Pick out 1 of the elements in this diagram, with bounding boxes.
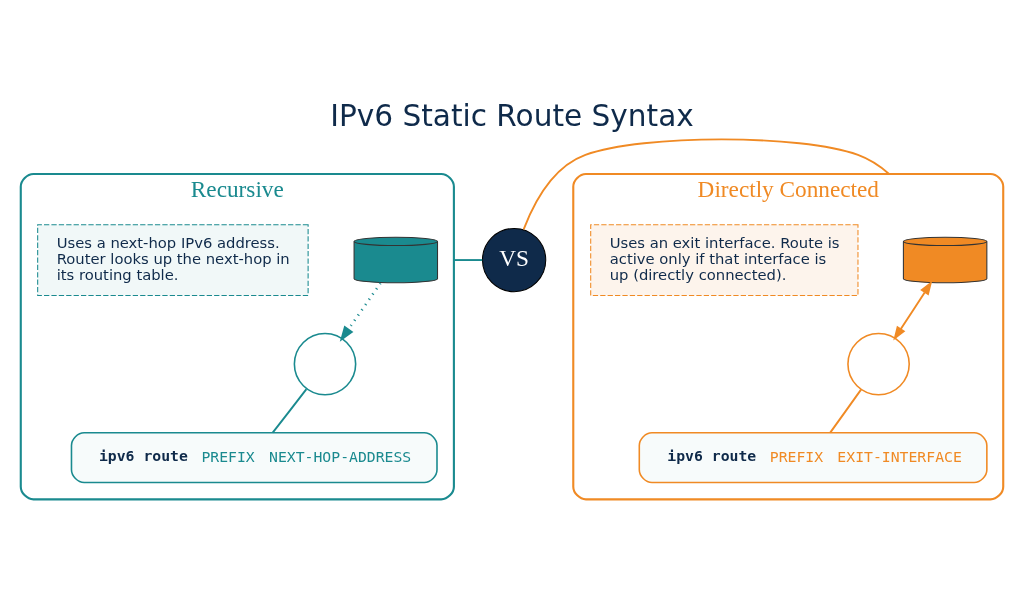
diagram-title: IPv6 Static Route Syntax: [330, 98, 694, 133]
